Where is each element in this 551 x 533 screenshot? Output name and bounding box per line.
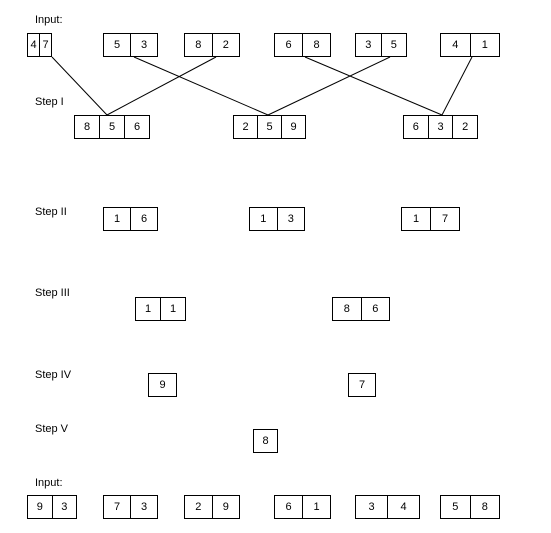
- label-step-1: Step I: [35, 96, 64, 108]
- cell-value: 7: [113, 501, 121, 513]
- step5-box-1: 8: [253, 429, 278, 453]
- cell-value: 8: [83, 121, 91, 133]
- label-step-5: Step V: [35, 423, 69, 435]
- cell-value: 9: [211, 496, 240, 518]
- cell-value: 6: [130, 208, 157, 230]
- cell-value: 9: [159, 379, 166, 391]
- cell-value: 6: [412, 121, 419, 133]
- label-input-bottom: Input:: [35, 477, 63, 489]
- cell-value: 1: [144, 303, 152, 315]
- connector-line-1: [51, 56, 108, 116]
- cell-value: 3: [51, 496, 77, 518]
- cell-value: 3: [368, 501, 375, 513]
- cell-value: 1: [412, 213, 420, 225]
- cell-value: 4: [452, 39, 459, 51]
- cell-value: 5: [113, 39, 121, 51]
- cell-value: 6: [285, 501, 292, 513]
- cell-value: 2: [211, 34, 240, 56]
- cell-value: 8: [343, 303, 350, 315]
- cell-value: 1: [260, 213, 267, 225]
- cell-value: 6: [124, 116, 149, 138]
- step4-box-2: 7: [348, 373, 376, 397]
- cell-value: 3: [276, 208, 305, 230]
- cell-value: 8: [469, 496, 500, 518]
- cell-value: 3: [130, 34, 157, 56]
- cell-value: 6: [285, 39, 292, 51]
- cell-value: 3: [130, 496, 157, 518]
- connector-line-6: [441, 56, 473, 116]
- connector-line-3: [133, 56, 269, 116]
- cell-value: 8: [302, 34, 330, 56]
- cell-value: 9: [36, 501, 43, 513]
- cell-value: 5: [257, 116, 281, 138]
- cell-value: 8: [262, 435, 269, 447]
- label-step-4: Step IV: [35, 369, 72, 381]
- cell-value: 1: [469, 34, 500, 56]
- cell-value: 1: [160, 298, 185, 320]
- cell-value: 7: [39, 34, 51, 56]
- cell-value: 2: [195, 501, 202, 513]
- step4-box-1: 9: [148, 373, 177, 397]
- cell-value: 7: [358, 379, 366, 391]
- cell-value: 5: [99, 116, 124, 138]
- cell-value: 3: [365, 39, 372, 51]
- cell-value: 2: [242, 121, 249, 133]
- connector-line-5: [304, 56, 443, 116]
- label-input-top: Input:: [35, 14, 63, 26]
- cell-value: 8: [195, 39, 202, 51]
- cell-value: 7: [430, 208, 459, 230]
- cell-value: 9: [281, 116, 305, 138]
- cell-value: 5: [380, 34, 407, 56]
- label-step-2: Step II: [35, 206, 67, 218]
- cell-value: 1: [302, 496, 330, 518]
- cell-value: 4: [30, 39, 37, 51]
- cell-value: 4: [387, 496, 419, 518]
- cell-value: 2: [452, 116, 477, 138]
- cell-value: 5: [452, 501, 459, 513]
- connector-line-2: [106, 56, 217, 116]
- cell-value: 1: [113, 213, 121, 225]
- connector-line-4: [267, 56, 391, 116]
- label-step-3: Step III: [35, 287, 70, 299]
- cell-value: 6: [360, 298, 390, 320]
- cell-value: 3: [427, 116, 453, 138]
